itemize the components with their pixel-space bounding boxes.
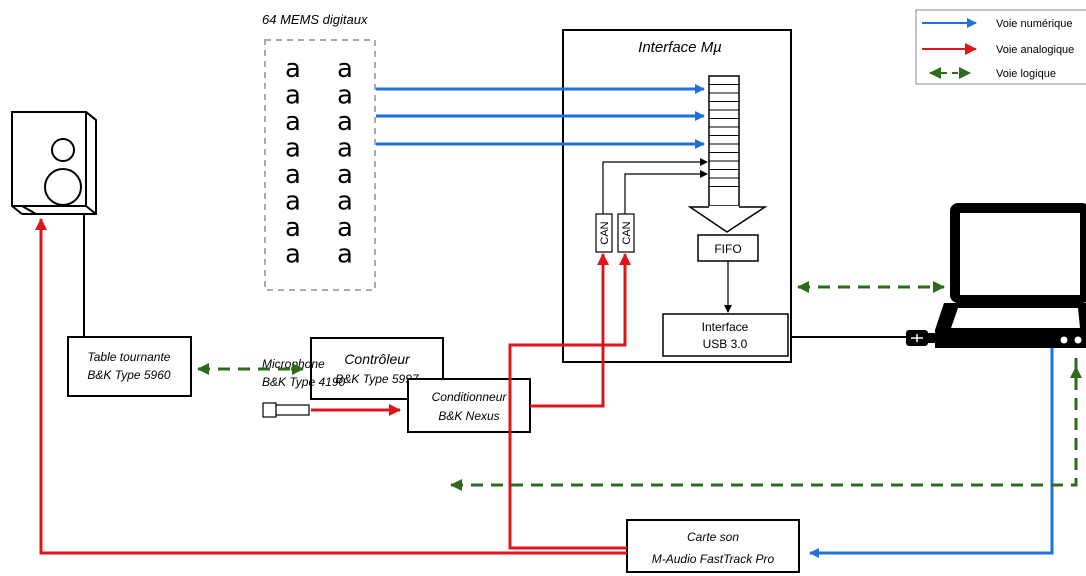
mems-microphone-glyph: a — [337, 134, 353, 164]
mems-microphone-glyph: a — [285, 240, 301, 270]
mems-title: 64 MEMS digitaux — [262, 12, 368, 27]
can-right-box — [617, 213, 635, 253]
mems-microphone-glyph: a — [337, 187, 353, 217]
digital-laptop-to-carte — [809, 348, 1054, 558]
legend-item-logique: Voie logique — [929, 67, 1056, 80]
mems-microphone-glyph: a — [285, 160, 301, 190]
controleur-line2: B&K Type 5997 — [335, 372, 419, 386]
laptop-icon — [935, 203, 1086, 348]
microphone-icon — [262, 402, 310, 418]
can-left-to-buffer — [602, 158, 708, 214]
usb-interface-box — [662, 313, 789, 357]
can-right-label: CAN — [621, 221, 633, 244]
mems-microphone-glyph: a — [337, 213, 353, 243]
mems-microphone-glyph: a — [285, 134, 301, 164]
usb-plug-icon — [906, 330, 938, 346]
microphone-line1: Microphone — [262, 357, 325, 371]
legend: Voie numérique Voie analogique Voie logi… — [915, 9, 1086, 85]
buffer-stack — [708, 75, 740, 207]
legend-item-numerique: Voie numérique — [922, 18, 1072, 30]
carte-son-box — [626, 519, 800, 573]
carte-line2: M-Audio FastTrack Pro — [652, 552, 775, 566]
can-right-to-buffer — [624, 170, 708, 214]
logic-laptop-arrowhead — [1070, 366, 1082, 378]
analog-carte-to-speaker — [35, 218, 627, 555]
table-box — [67, 336, 192, 397]
fifo-label: FIFO — [714, 242, 741, 256]
conditionneur-line1: Conditionneur — [432, 390, 508, 404]
legend-item-analogique: Voie analogique — [922, 43, 1074, 56]
conditionneur-line2: B&K Nexus — [438, 409, 499, 423]
interface-box — [562, 29, 792, 363]
conditionneur-box — [407, 378, 531, 433]
mems-microphone-glyph: a — [337, 54, 353, 84]
microphone-line2: B&K Type 4190 — [262, 375, 345, 389]
analog-conditionneur-to-can — [530, 253, 609, 408]
controleur-line1: Contrôleur — [344, 351, 411, 367]
mems-microphone-glyph: a — [337, 107, 353, 137]
logic-laptop-to-controleur — [450, 358, 1078, 491]
mems-microphone-glyph: a — [285, 187, 301, 217]
table-line1: Table tournante — [88, 350, 171, 364]
mems-microphone-glyph: a — [285, 54, 301, 84]
speaker-icon — [10, 111, 97, 215]
mems-microphone-glyph: a — [337, 240, 353, 270]
legend-label-numerique: Voie numérique — [996, 18, 1072, 30]
can-left-label: CAN — [599, 221, 611, 244]
mems-microphone-glyph: a — [337, 81, 353, 111]
interface-title: Interface Mµ — [638, 39, 722, 56]
usb-interface-line2: USB 3.0 — [703, 337, 748, 351]
mems-microphone-glyph: a — [285, 81, 301, 111]
mems-array-frame — [264, 39, 376, 291]
mems-microphone-glyph: a — [285, 213, 301, 243]
mems-microphone-glyph: a — [337, 160, 353, 190]
table-line2: B&K Type 5960 — [87, 368, 170, 382]
can-left-box — [595, 213, 613, 253]
legend-label-analogique: Voie analogique — [996, 44, 1074, 56]
analog-carte-to-can — [508, 253, 631, 550]
carte-line1: Carte son — [687, 530, 739, 544]
usb-interface-line1: Interface — [702, 320, 749, 334]
fifo-box — [697, 234, 759, 262]
mems-microphone-glyph: a — [285, 107, 301, 137]
legend-label-logique: Voie logique — [996, 68, 1056, 80]
